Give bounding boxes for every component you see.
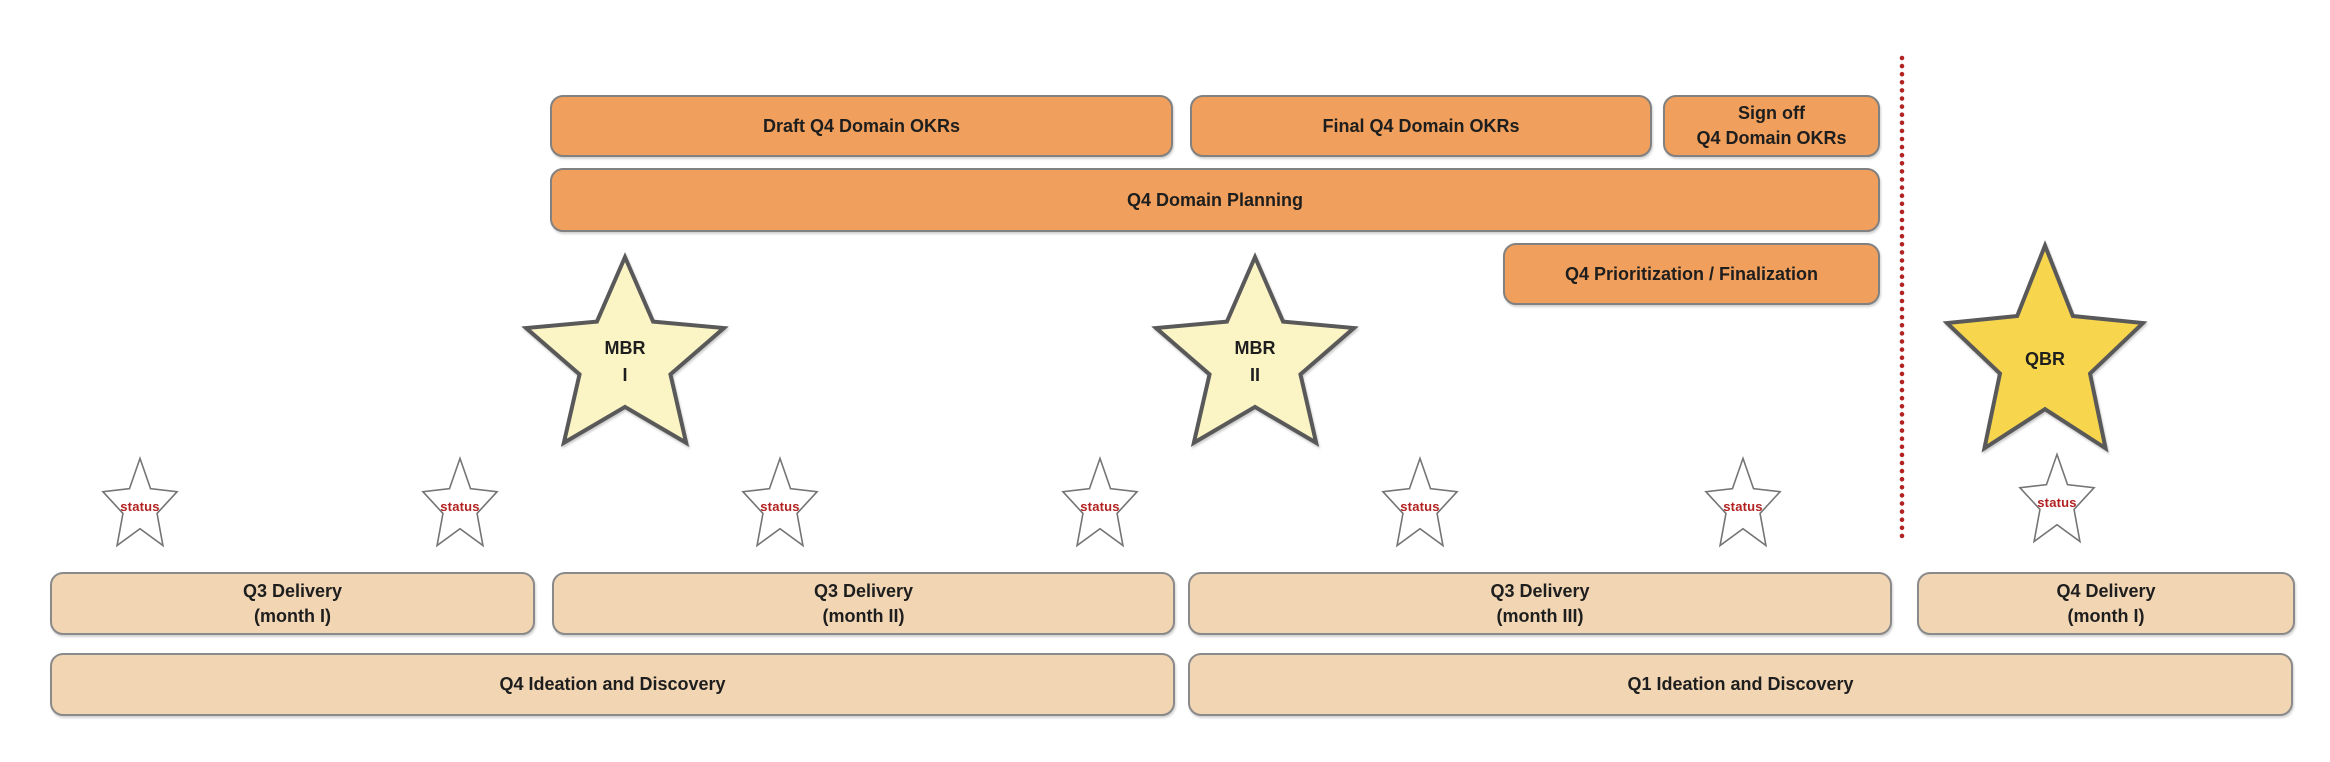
qbr-star: QBR <box>1942 240 2148 454</box>
qbr-label: QBR <box>2025 348 2065 369</box>
star-icon <box>741 456 819 548</box>
bar-q4-ideation-and-discovery: Q4 Ideation and Discovery <box>50 653 1175 716</box>
status-label: status <box>1080 498 1120 514</box>
status-label: status <box>440 498 480 514</box>
mbr-1-star: MBR I <box>521 252 729 448</box>
star-icon <box>2018 452 2096 544</box>
bar-q3-delivery-month-3: Q3 Delivery (month III) <box>1188 572 1892 635</box>
star-icon <box>1704 456 1782 548</box>
bar-q4-prioritization-finalization: Q4 Prioritization / Finalization <box>1503 243 1880 305</box>
bar-q1-ideation-and-discovery: Q1 Ideation and Discovery <box>1188 653 2293 716</box>
bar-draft-q4-domain-okrs: Draft Q4 Domain OKRs <box>550 95 1173 157</box>
status-star-3: status <box>741 456 819 548</box>
status-label: status <box>1723 498 1763 514</box>
star-icon <box>1381 456 1459 548</box>
star-icon <box>1942 240 2148 454</box>
status-label: status <box>1400 498 1440 514</box>
status-star-5: status <box>1381 456 1459 548</box>
mbr-1-label: MBR I <box>604 338 646 385</box>
star-icon <box>101 456 179 548</box>
status-label: status <box>2037 494 2077 510</box>
bar-signoff-q4-domain-okrs: Sign off Q4 Domain OKRs <box>1663 95 1880 157</box>
status-star-1: status <box>101 456 179 548</box>
bar-q3-delivery-month-2: Q3 Delivery (month II) <box>552 572 1175 635</box>
star-icon <box>421 456 499 548</box>
bar-final-q4-domain-okrs: Final Q4 Domain OKRs <box>1190 95 1652 157</box>
star-icon <box>521 252 729 448</box>
star-icon <box>1151 252 1359 448</box>
status-star-4: status <box>1061 456 1139 548</box>
quarter-divider-dotted-line <box>1899 55 1905 545</box>
status-star-7: status <box>2018 452 2096 544</box>
mbr-2-star: MBR II <box>1151 252 1359 448</box>
status-label: status <box>120 498 160 514</box>
status-star-6: status <box>1704 456 1782 548</box>
bar-q4-domain-planning: Q4 Domain Planning <box>550 168 1880 232</box>
status-star-2: status <box>421 456 499 548</box>
status-label: status <box>760 498 800 514</box>
bar-q4-delivery-month-1: Q4 Delivery (month I) <box>1917 572 2295 635</box>
mbr-2-label: MBR II <box>1234 338 1276 385</box>
bar-q3-delivery-month-1: Q3 Delivery (month I) <box>50 572 535 635</box>
star-icon <box>1061 456 1139 548</box>
